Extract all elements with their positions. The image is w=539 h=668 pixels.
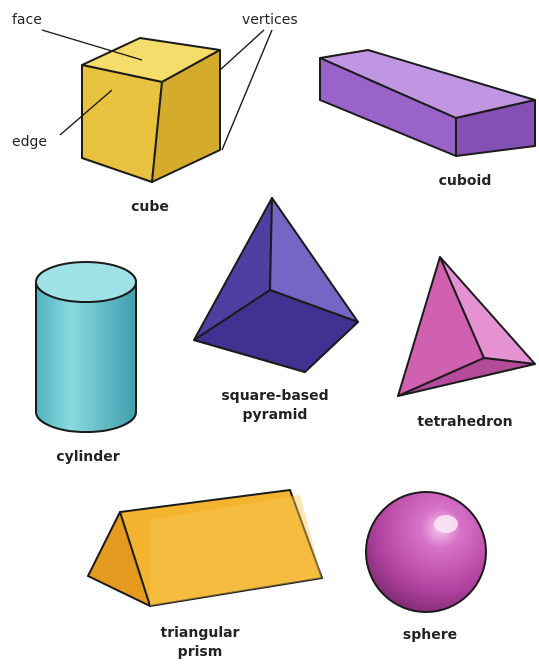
pyramid-label-line-1: square-based	[221, 388, 329, 404]
sphere-label: sphere	[402, 627, 458, 643]
triangular-prism-shape	[87, 489, 323, 607]
cuboid-shape	[319, 49, 536, 157]
cube-side-face	[151, 49, 221, 183]
face-pointer-line	[41, 29, 143, 61]
edge-pointer-line	[59, 89, 113, 136]
cuboid-label: cuboid	[438, 173, 492, 189]
cylinder-body	[35, 281, 137, 433]
prism-highlight	[150, 495, 322, 606]
square-based-pyramid-label: square-based pyramid	[205, 387, 345, 425]
face-annotation: face	[12, 12, 42, 28]
sphere-shape	[365, 491, 487, 613]
triangular-prism-label: triangular prism	[140, 624, 260, 662]
vertices-annotation: vertices	[242, 12, 298, 28]
cube-label: cube	[131, 199, 169, 215]
pyramid-label-line-2: pyramid	[242, 407, 308, 423]
square-based-pyramid-shape	[193, 197, 359, 373]
vertices-pointer-line-1	[219, 29, 265, 71]
cube-front-face	[81, 64, 163, 183]
tetrahedron-shape	[397, 256, 536, 397]
cylinder-label: cylinder	[56, 449, 120, 465]
prism-label-line-1: triangular	[160, 625, 240, 641]
prism-label-line-2: prism	[177, 644, 223, 660]
sphere-highlight	[434, 515, 458, 533]
cube-shape	[81, 37, 221, 183]
prism-end-face	[87, 511, 151, 607]
pyramid-front-face	[193, 289, 359, 373]
cylinder-shape	[35, 261, 137, 433]
cuboid-side-face	[455, 99, 536, 157]
tetrahedron-label: tetrahedron	[417, 414, 513, 430]
sphere-body	[365, 491, 487, 613]
tetrahedron-bottom-face	[397, 357, 536, 397]
annotation-lines	[41, 29, 273, 151]
vertices-pointer-line-2	[221, 29, 273, 151]
cylinder-top	[35, 261, 137, 303]
edge-annotation: edge	[12, 134, 47, 150]
